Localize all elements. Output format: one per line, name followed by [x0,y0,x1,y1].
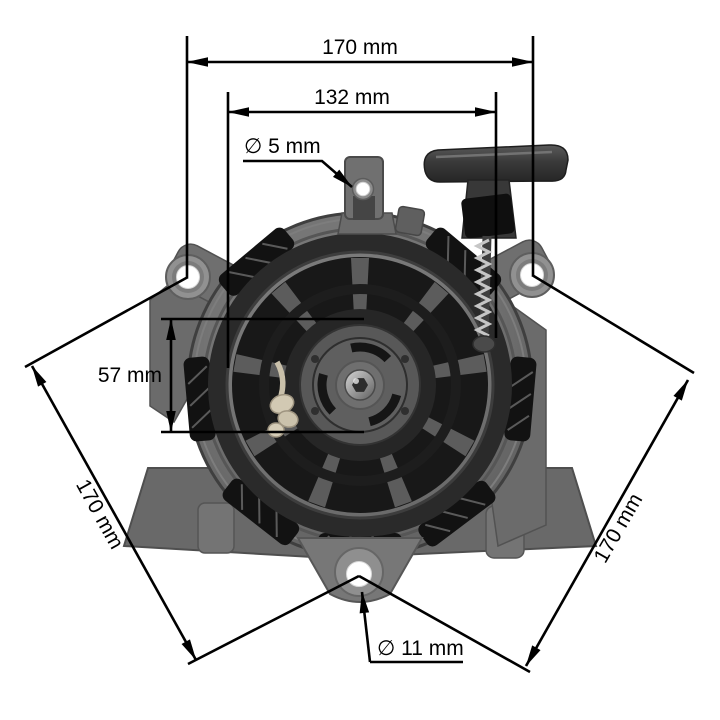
dimension-diagonal-right [358,273,695,674]
dimension-inner-width [226,92,498,368]
dim-label-center-height: 57 mm [98,364,162,387]
rope-spring [473,238,493,338]
dim-label-top-width: 170 mm [322,36,398,59]
leader-bottom-hole [359,591,463,664]
top-small-hole [355,181,371,197]
starter-product-photo [122,144,598,603]
rope-eyelet [472,335,496,353]
dim-label-top-hole-diameter: ∅ 5 mm [244,135,321,158]
starter-wheel [208,233,512,537]
rope-knot [267,360,299,438]
dimension-diagonal-left [24,275,360,666]
dim-label-inner-width: 132 mm [314,86,390,109]
dimension-top-width [185,36,535,277]
bottom-mounting-hole [346,561,372,587]
leader-top-hole [243,159,353,188]
rope-clamp [461,193,515,239]
mounting-ear-left [165,254,211,300]
dim-label-bottom-hole-diameter: ∅ 11 mm [377,637,464,660]
dimension-overlay [24,36,695,674]
top-tab [337,156,426,237]
left-foot-tab [197,502,235,554]
mounting-ear-bottom [296,537,424,603]
pulley-sheave-edge [259,284,461,486]
center-bolt [335,360,385,410]
